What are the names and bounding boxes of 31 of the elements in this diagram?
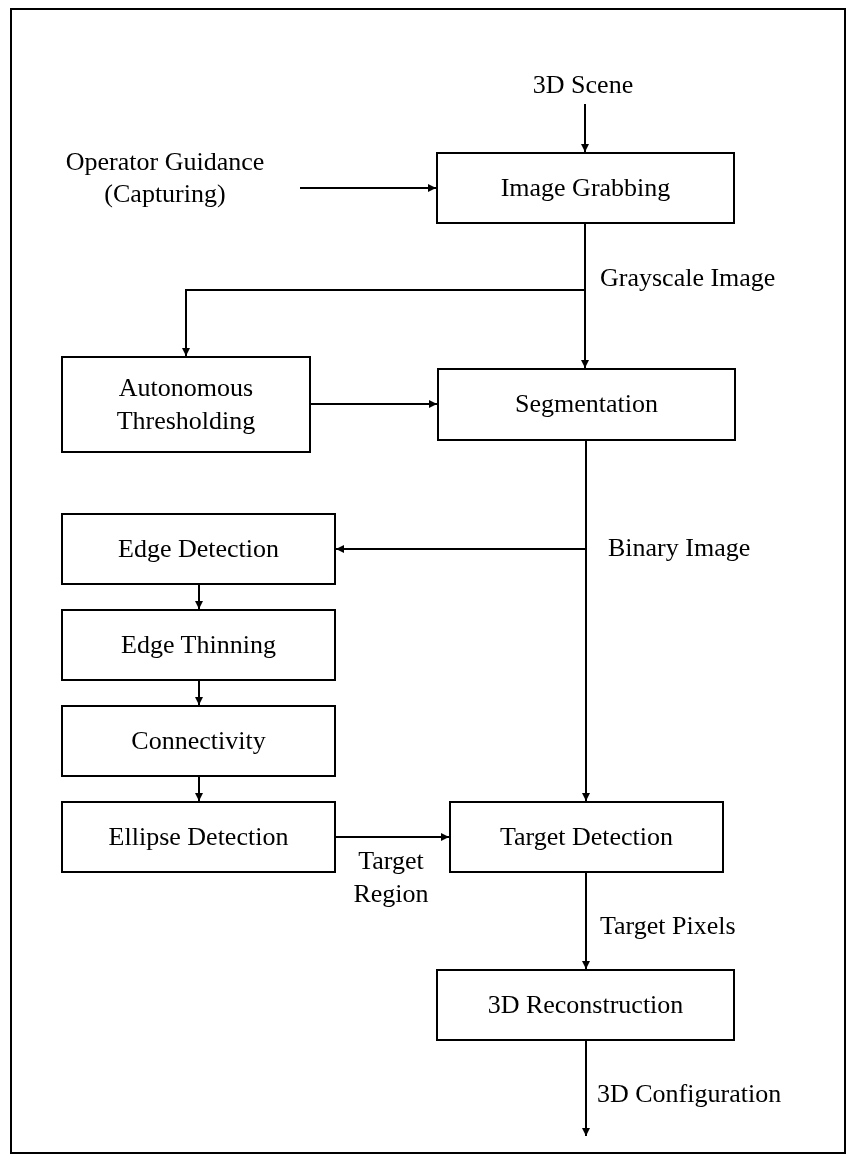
process-box: [61, 705, 336, 777]
process-box: [61, 801, 336, 873]
arrow: [582, 440, 590, 802]
box-label: Target Detection: [499, 820, 674, 853]
arrow: [195, 680, 203, 706]
process-box: [61, 356, 311, 453]
box-label: Image Grabbing: [500, 171, 671, 204]
process-box: [436, 152, 735, 224]
box-label: Segmentation: [515, 388, 658, 421]
box-label: Ellipse Detection: [108, 820, 289, 853]
box-label: Autonomous Thresholding: [115, 372, 257, 437]
process-box: [436, 969, 735, 1041]
arrow: [582, 872, 590, 970]
process-box: [449, 801, 724, 873]
box-label: 3D Reconstruction: [487, 988, 684, 1021]
text-label: 3D Scene: [523, 66, 643, 104]
text-label: Operator Guidance (Capturing): [30, 140, 300, 216]
box-label: Connectivity: [131, 724, 266, 757]
arrow: [195, 776, 203, 802]
arrow: [310, 400, 438, 408]
process-box: [437, 368, 736, 441]
process-box: [61, 513, 336, 585]
arrow: [299, 184, 437, 192]
process-box: [61, 609, 336, 681]
arrow: [195, 584, 203, 610]
box-label: Edge Detection: [118, 532, 279, 565]
arrow: [582, 1040, 590, 1137]
box-label: Edge Thinning: [121, 628, 276, 661]
arrow: [335, 833, 450, 841]
arrow: [581, 103, 589, 153]
arrow: [581, 223, 589, 369]
